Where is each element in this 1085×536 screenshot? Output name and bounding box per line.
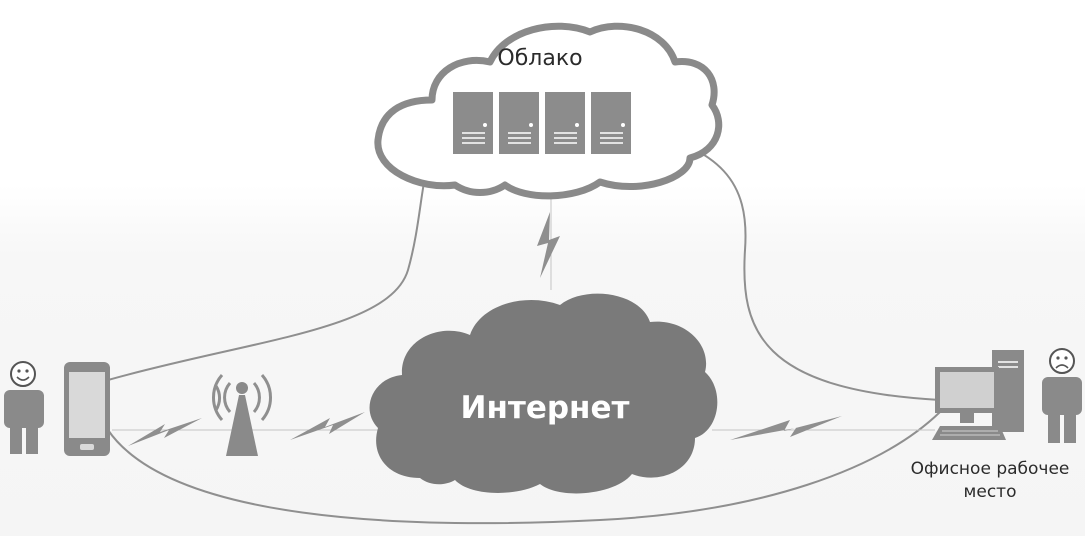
lightning-icon <box>290 412 365 440</box>
server-rack <box>453 92 631 154</box>
desktop-computer-icon <box>932 350 1024 440</box>
office-label-line2: место <box>963 482 1017 502</box>
sad-person-icon <box>1042 348 1082 443</box>
office-label-line1: Офисное рабочее <box>910 459 1070 479</box>
lightning-icon <box>537 212 560 278</box>
internet-cloud-shape <box>369 293 718 494</box>
smartphone-icon <box>64 362 110 456</box>
lightning-icon <box>128 418 202 446</box>
server-icon <box>499 92 539 154</box>
lightning-icon <box>730 416 842 440</box>
wireless-links <box>128 212 842 446</box>
cloud-title: Облако <box>497 46 583 71</box>
office-workplace-label: Офисное рабочее место <box>870 458 1085 504</box>
server-icon <box>545 92 585 154</box>
link-phone-to-computer <box>107 411 941 525</box>
server-icon <box>591 92 631 154</box>
smiling-person-icon <box>4 361 44 454</box>
internet-label: Интернет <box>460 390 630 426</box>
server-icon <box>453 92 493 154</box>
radio-tower-icon <box>212 374 272 456</box>
